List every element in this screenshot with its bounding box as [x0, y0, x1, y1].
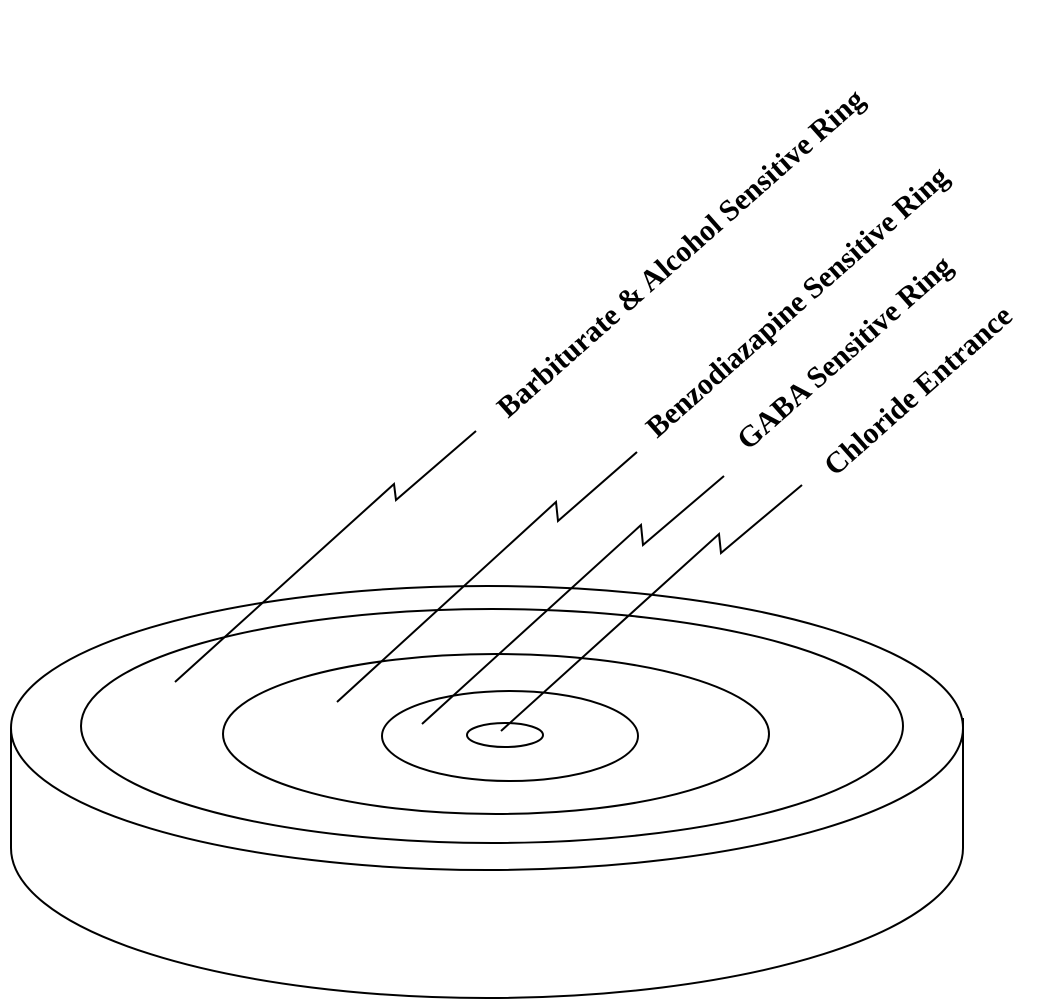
gaba-ring: [382, 691, 638, 781]
leader-line-barbiturate: [175, 431, 476, 682]
labels: Barbiturate & Alcohol Sensitive Ring Ben…: [491, 83, 1019, 483]
leader-line-gaba: [422, 476, 724, 724]
leader-line-chloride: [501, 485, 802, 731]
disc-top-outer-edge: [11, 586, 963, 870]
leader-lines: [175, 431, 802, 731]
benzodiazapine-ring: [223, 654, 769, 814]
barbiturate-alcohol-ring: [81, 609, 903, 843]
concentric-rings: [81, 609, 903, 843]
label-chloride-entrance: Chloride Entrance: [818, 299, 1019, 482]
